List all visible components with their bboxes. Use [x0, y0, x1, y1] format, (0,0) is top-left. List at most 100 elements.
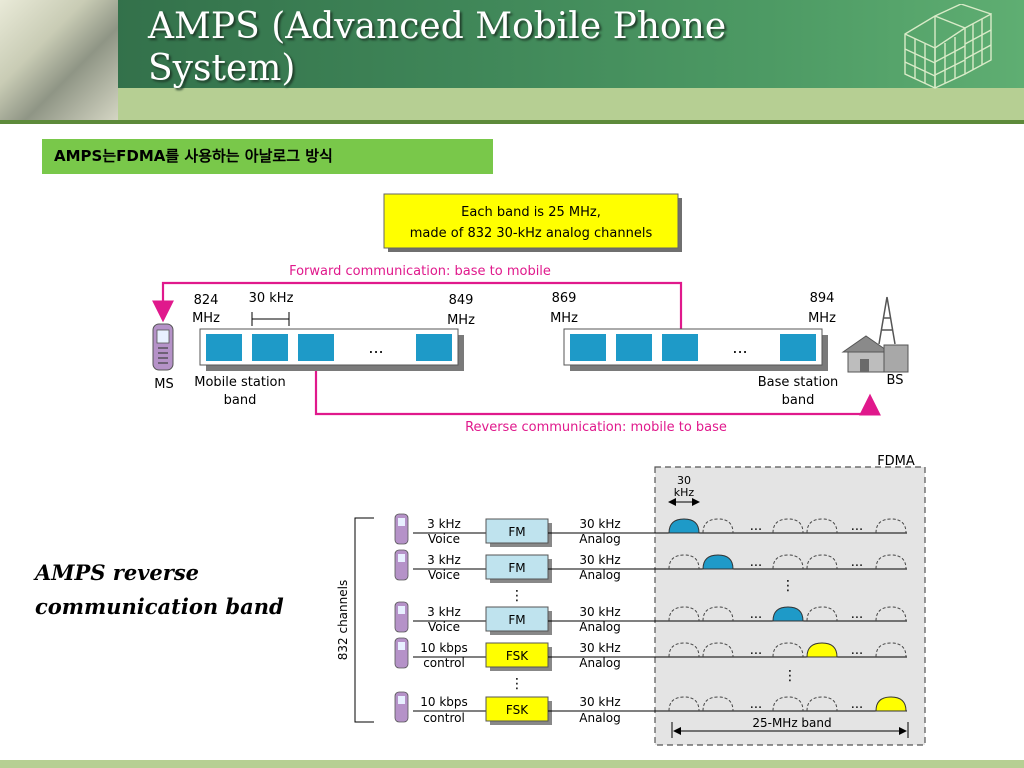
svg-text:...: ...	[851, 643, 863, 658]
mobile-band-ellipsis: ...	[368, 338, 383, 357]
svg-text:...: ...	[851, 697, 863, 712]
svg-text:...: ...	[851, 519, 863, 534]
row-4-phone-icon	[394, 637, 409, 669]
band-label: 25-MHz band	[752, 716, 831, 730]
svg-text:...: ...	[750, 519, 762, 534]
mobile-channel-3	[298, 334, 334, 361]
row-5-input-rate: 10 kbps	[420, 695, 468, 709]
row-1-input-rate: 3 kHz	[427, 517, 461, 531]
base-band-label-1: Base station	[758, 375, 839, 390]
row-4-output-bw: 30 kHz	[579, 641, 620, 655]
vdots-spectrum-2: ⋮	[783, 668, 797, 684]
row-4-input-type: control	[423, 656, 465, 670]
row-5-phone-icon	[394, 691, 409, 723]
bs-label: BS	[887, 373, 904, 388]
row-2-output-bw: 30 kHz	[579, 553, 620, 567]
row-2-modulator	[485, 554, 549, 580]
fdma-row-1: 3 kHz Voice FM 30 kHz Analog ... ...	[394, 513, 907, 547]
base-channel-4	[780, 334, 816, 361]
svg-text:...: ...	[750, 607, 762, 622]
channels-bracket	[354, 517, 374, 723]
channels-label: 832 channels	[336, 580, 350, 660]
vdots-modulator-2: ⋮	[510, 676, 524, 692]
header-divider	[0, 120, 1024, 124]
row-3-output-bw: 30 kHz	[579, 605, 620, 619]
fdma-spacing-unit: kHz	[674, 486, 695, 499]
freq-849-unit: MHz	[447, 313, 475, 328]
reverse-arrow	[314, 346, 881, 416]
row-4-input-rate: 10 kbps	[420, 641, 468, 655]
header-band	[118, 88, 1024, 120]
row-3-output-type: Analog	[579, 620, 620, 634]
callout-box	[383, 193, 679, 249]
forward-arrow	[152, 281, 683, 345]
row-1-input-type: Voice	[428, 532, 460, 546]
row-3-input-rate: 3 kHz	[427, 605, 461, 619]
svg-text:...: ...	[750, 643, 762, 658]
row-1-modulator	[485, 518, 549, 544]
freq-869-unit: MHz	[550, 311, 578, 326]
fdma-spacing-value: 30	[677, 474, 691, 487]
row-2-output-type: Analog	[579, 568, 620, 582]
base-channel-3	[662, 334, 698, 361]
row-5-modulator-label: FSK	[506, 703, 529, 717]
callout-line-2: made of 832 30-kHz analog channels	[410, 226, 653, 241]
freq-869-value: 869	[552, 291, 577, 306]
freq-849-value: 849	[449, 293, 474, 308]
mobile-band-label-2: band	[224, 393, 257, 408]
svg-text:...: ...	[851, 607, 863, 622]
row-2-input-rate: 3 kHz	[427, 553, 461, 567]
freq-894-unit: MHz	[808, 311, 836, 326]
header-photo	[0, 0, 118, 124]
fdma-row-2: 3 kHz Voice FM 30 kHz Analog ... ...	[394, 549, 907, 583]
cube-logo-icon	[904, 4, 992, 89]
fdma-row-3: 3 kHz Voice FM 30 kHz Analog ... ...	[394, 601, 907, 635]
row-1-output-type: Analog	[579, 532, 620, 546]
freq-824-value: 824	[194, 293, 219, 308]
svg-text:...: ...	[750, 697, 762, 712]
row-5-modulator	[485, 696, 549, 722]
fdma-label: FDMA	[877, 454, 915, 469]
mobile-channel-2	[252, 334, 288, 361]
row-3-modulator	[485, 606, 549, 632]
row-4-output-type: Analog	[579, 656, 620, 670]
side-label: AMPS reverse communication band	[35, 560, 284, 619]
ms-label: MS	[154, 377, 173, 392]
forward-label: Forward communication: base to mobile	[289, 264, 551, 279]
reverse-label: Reverse communication: mobile to base	[465, 420, 727, 435]
row-2-input-type: Voice	[428, 568, 460, 582]
svg-text:...: ...	[851, 555, 863, 570]
row-3-phone-icon	[394, 601, 409, 633]
fdma-row-4: 10 kbps control FSK 30 kHz Analog ... ..…	[394, 637, 907, 671]
spacing-label: 30 kHz	[249, 291, 294, 306]
vdots-modulator-1: ⋮	[510, 588, 524, 604]
svg-text:...: ...	[750, 555, 762, 570]
base-station-icon	[841, 296, 909, 373]
base-band-label-2: band	[782, 393, 815, 408]
row-4-modulator-label: FSK	[506, 649, 529, 663]
row-5-output-bw: 30 kHz	[579, 695, 620, 709]
mobile-channel-1	[206, 334, 242, 361]
freq-824-unit: MHz	[192, 311, 220, 326]
mobile-channel-4	[416, 334, 452, 361]
subtitle-box: AMPS는FDMA를 사용하는 아날로그 방식	[42, 139, 493, 174]
row-3-modulator-label: FM	[508, 613, 525, 627]
bottom-bar	[0, 760, 1024, 768]
row-2-modulator-label: FM	[508, 561, 525, 575]
base-channel-2	[616, 334, 652, 361]
row-1-modulator-label: FM	[508, 525, 525, 539]
callout-line-1: Each band is 25 MHz,	[461, 205, 601, 220]
slide-header: AMPS (Advanced Mobile Phone System)	[0, 0, 1024, 124]
fdma-row-5: 10 kbps control FSK 30 kHz Analog ... ..…	[394, 691, 907, 725]
spacing-bracket	[251, 312, 290, 326]
row-1-output-bw: 30 kHz	[579, 517, 620, 531]
row-4-modulator	[485, 642, 549, 668]
fdma-region	[654, 466, 926, 746]
freq-894-value: 894	[810, 291, 835, 306]
base-channel-1	[570, 334, 606, 361]
row-5-output-type: Analog	[579, 711, 620, 725]
mobile-phone-icon	[152, 323, 174, 371]
slide-title: AMPS (Advanced Mobile Phone System)	[148, 6, 727, 89]
